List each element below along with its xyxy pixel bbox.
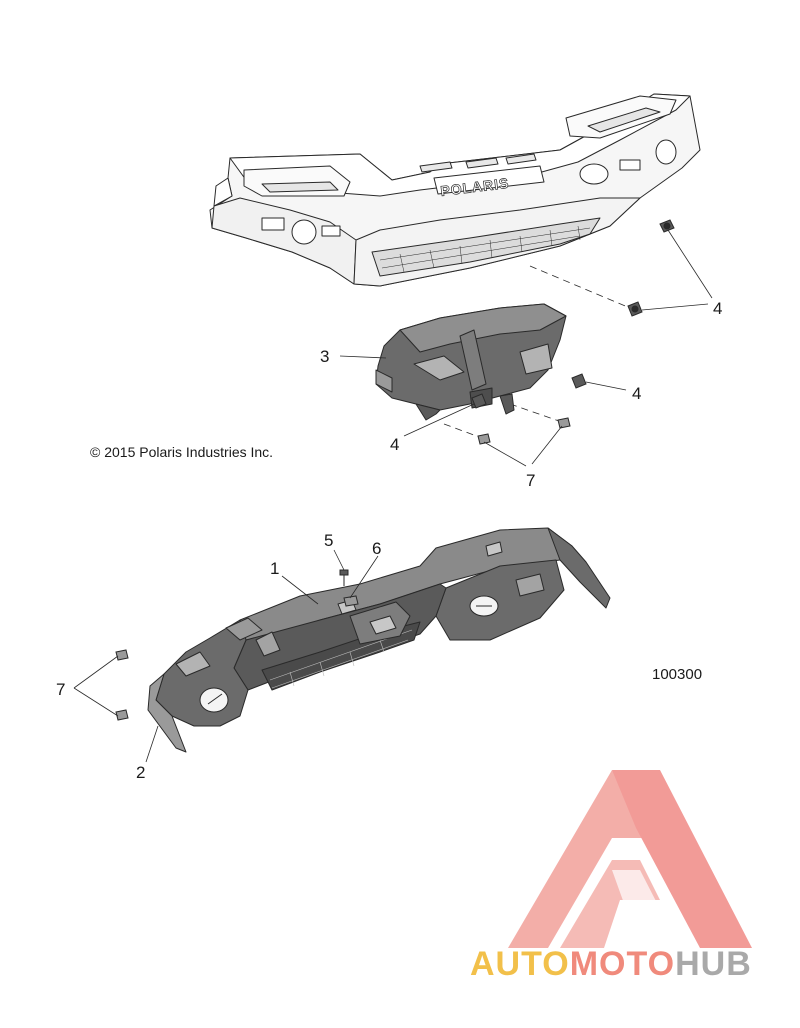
push-rivet-7-upper-left	[477, 433, 491, 445]
watermark-logo-text: AUTOMOTOHUB	[470, 944, 752, 984]
leader-lines	[73, 229, 713, 763]
bolt-part-5	[339, 569, 349, 586]
callout-3: 3	[320, 347, 329, 366]
copyright-notice: © 2015 Polaris Industries Inc.	[90, 444, 274, 460]
push-rivet-7-upper-right	[557, 417, 571, 429]
fastener-4-lower	[471, 393, 487, 409]
skid-plate-part-3	[375, 303, 567, 421]
bumper-part-1	[147, 527, 611, 753]
watermark-logo-mark	[508, 770, 752, 948]
callout-5: 5	[324, 531, 333, 550]
fastener-4-upper	[659, 219, 675, 233]
callout-1: 1	[270, 559, 279, 578]
callout-6: 6	[372, 539, 381, 558]
bumper-cover-assembly	[209, 93, 701, 287]
callout-4-lower: 4	[390, 435, 399, 454]
callout-7-upper: 7	[526, 471, 535, 490]
watermark-hub: HUB	[675, 945, 752, 983]
watermark-auto: AUTO	[470, 945, 570, 983]
push-rivet-7-lower-bottom	[115, 709, 129, 721]
retainer-part-6	[343, 595, 359, 607]
callout-4-right: 4	[632, 384, 641, 403]
callout-2: 2	[136, 763, 145, 782]
alignment-lines	[443, 265, 631, 439]
callout-7-lower: 7	[56, 680, 65, 699]
push-rivet-7-lower-top	[115, 649, 129, 661]
watermark-moto: MOTO	[569, 945, 676, 983]
fastener-4-right	[571, 373, 587, 389]
callout-4-upper: 4	[713, 299, 722, 318]
figure-id: 100300	[652, 666, 703, 683]
fastener-4-middle	[627, 301, 643, 317]
